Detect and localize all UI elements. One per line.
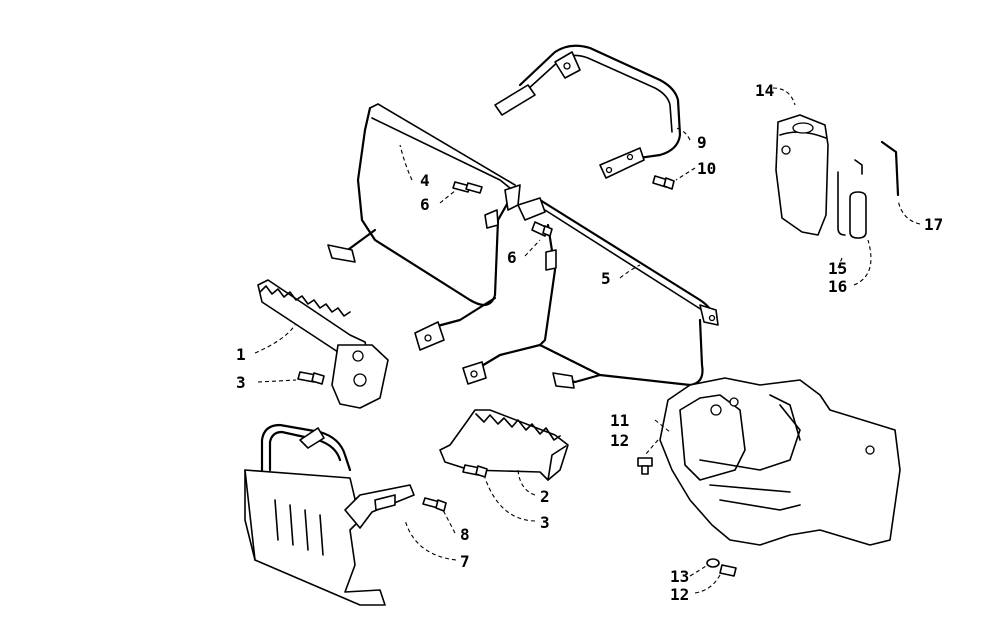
footrest-part-1: [257, 279, 389, 409]
callout-3-right: 3: [540, 513, 550, 532]
callout-17: 17: [924, 215, 943, 234]
bolt-part-3-right: [462, 464, 488, 478]
rod-part-17: [880, 140, 900, 197]
callout-16: 16: [828, 277, 847, 296]
bolt-part-12-upper: [637, 457, 653, 475]
callout-10: 10: [697, 159, 716, 178]
front-guard-part-7: [244, 423, 415, 606]
side-frame-part-5: [462, 197, 719, 389]
clip-part-15: [837, 159, 863, 236]
callout-12-lower: 12: [670, 585, 689, 604]
bolt-part-6-upper: [452, 181, 483, 194]
bolt-part-10: [652, 175, 675, 190]
pin-part-16: [849, 191, 867, 239]
callout-13: 13: [670, 567, 689, 586]
bolt-part-3-left: [297, 371, 325, 385]
callout-6-lower: 6: [507, 248, 517, 267]
bolt-part-8: [422, 497, 447, 512]
callout-2: 2: [540, 487, 550, 506]
callout-14: 14: [755, 81, 774, 100]
callout-11: 11: [610, 411, 629, 430]
bolt-part-6-lower: [531, 221, 553, 237]
callout-labels: 1 3 4 6 6 5 9 10 14 15 16 17 11 12 13 12…: [236, 81, 943, 604]
rack-bar-part-9: [494, 44, 682, 179]
callout-1: 1: [236, 345, 246, 364]
callout-9: 9: [697, 133, 707, 152]
skid-plate-part-11: [659, 377, 901, 546]
shield-part-14: [775, 114, 829, 236]
callout-4: 4: [420, 171, 430, 190]
bolt-part-12-lower: [719, 564, 737, 577]
callout-5: 5: [601, 269, 611, 288]
leader-lines: [254, 87, 921, 594]
washer-part-13: [706, 558, 720, 568]
footrest-part-2: [439, 409, 569, 481]
callout-3-left: 3: [236, 373, 246, 392]
callout-8: 8: [460, 525, 470, 544]
callout-7: 7: [460, 552, 470, 571]
callout-15: 15: [828, 259, 847, 278]
side-frame-part-4: [327, 103, 521, 351]
callout-12-upper: 12: [610, 431, 629, 450]
callout-6-upper: 6: [420, 195, 430, 214]
